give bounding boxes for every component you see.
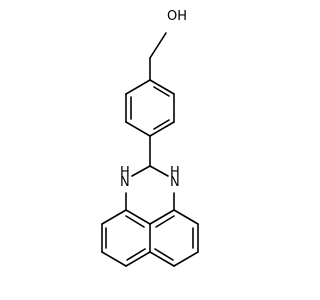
bond-phenyl-1 [149,79,175,95]
bond-phenyl-inner-2 [153,119,170,130]
bond-naph-l4 [125,251,151,267]
nh-left-h-label: H [120,165,130,180]
bond-naph-r1 [149,209,175,225]
nh-right-h-label: H [170,165,180,180]
bond-phenyl-3 [149,121,175,137]
bond-naph-r-inner-3 [154,248,174,261]
hydroxyl-label: OH [167,9,187,24]
bond-naph-r-inner-2 [155,215,175,228]
bond-naph-l-inner-3 [126,248,146,261]
bond-naph-r4 [173,251,199,267]
molecule-drawing: OH N H N H [101,9,199,267]
nh-right-n-label: N [170,175,180,190]
bond-naph-l3 [101,251,127,267]
bond-phenyl-4 [125,121,151,137]
structure-canvas: OH N H N H [101,9,199,267]
bond-phenyl-6 [125,79,151,95]
bond-naph-r5 [149,251,175,267]
bond-ch-nright [149,165,169,177]
nh-left-n-label: N [120,175,130,190]
bond-naph-l-inner-2 [125,215,145,228]
bond-naph-r2 [173,209,199,225]
bond-ch-nleft [131,165,151,177]
bond-naph-l6 [125,209,151,225]
bond-naph-l1 [101,209,127,225]
bond-phenyl-inner-1 [153,86,170,97]
bond-ch2-o [149,32,167,59]
